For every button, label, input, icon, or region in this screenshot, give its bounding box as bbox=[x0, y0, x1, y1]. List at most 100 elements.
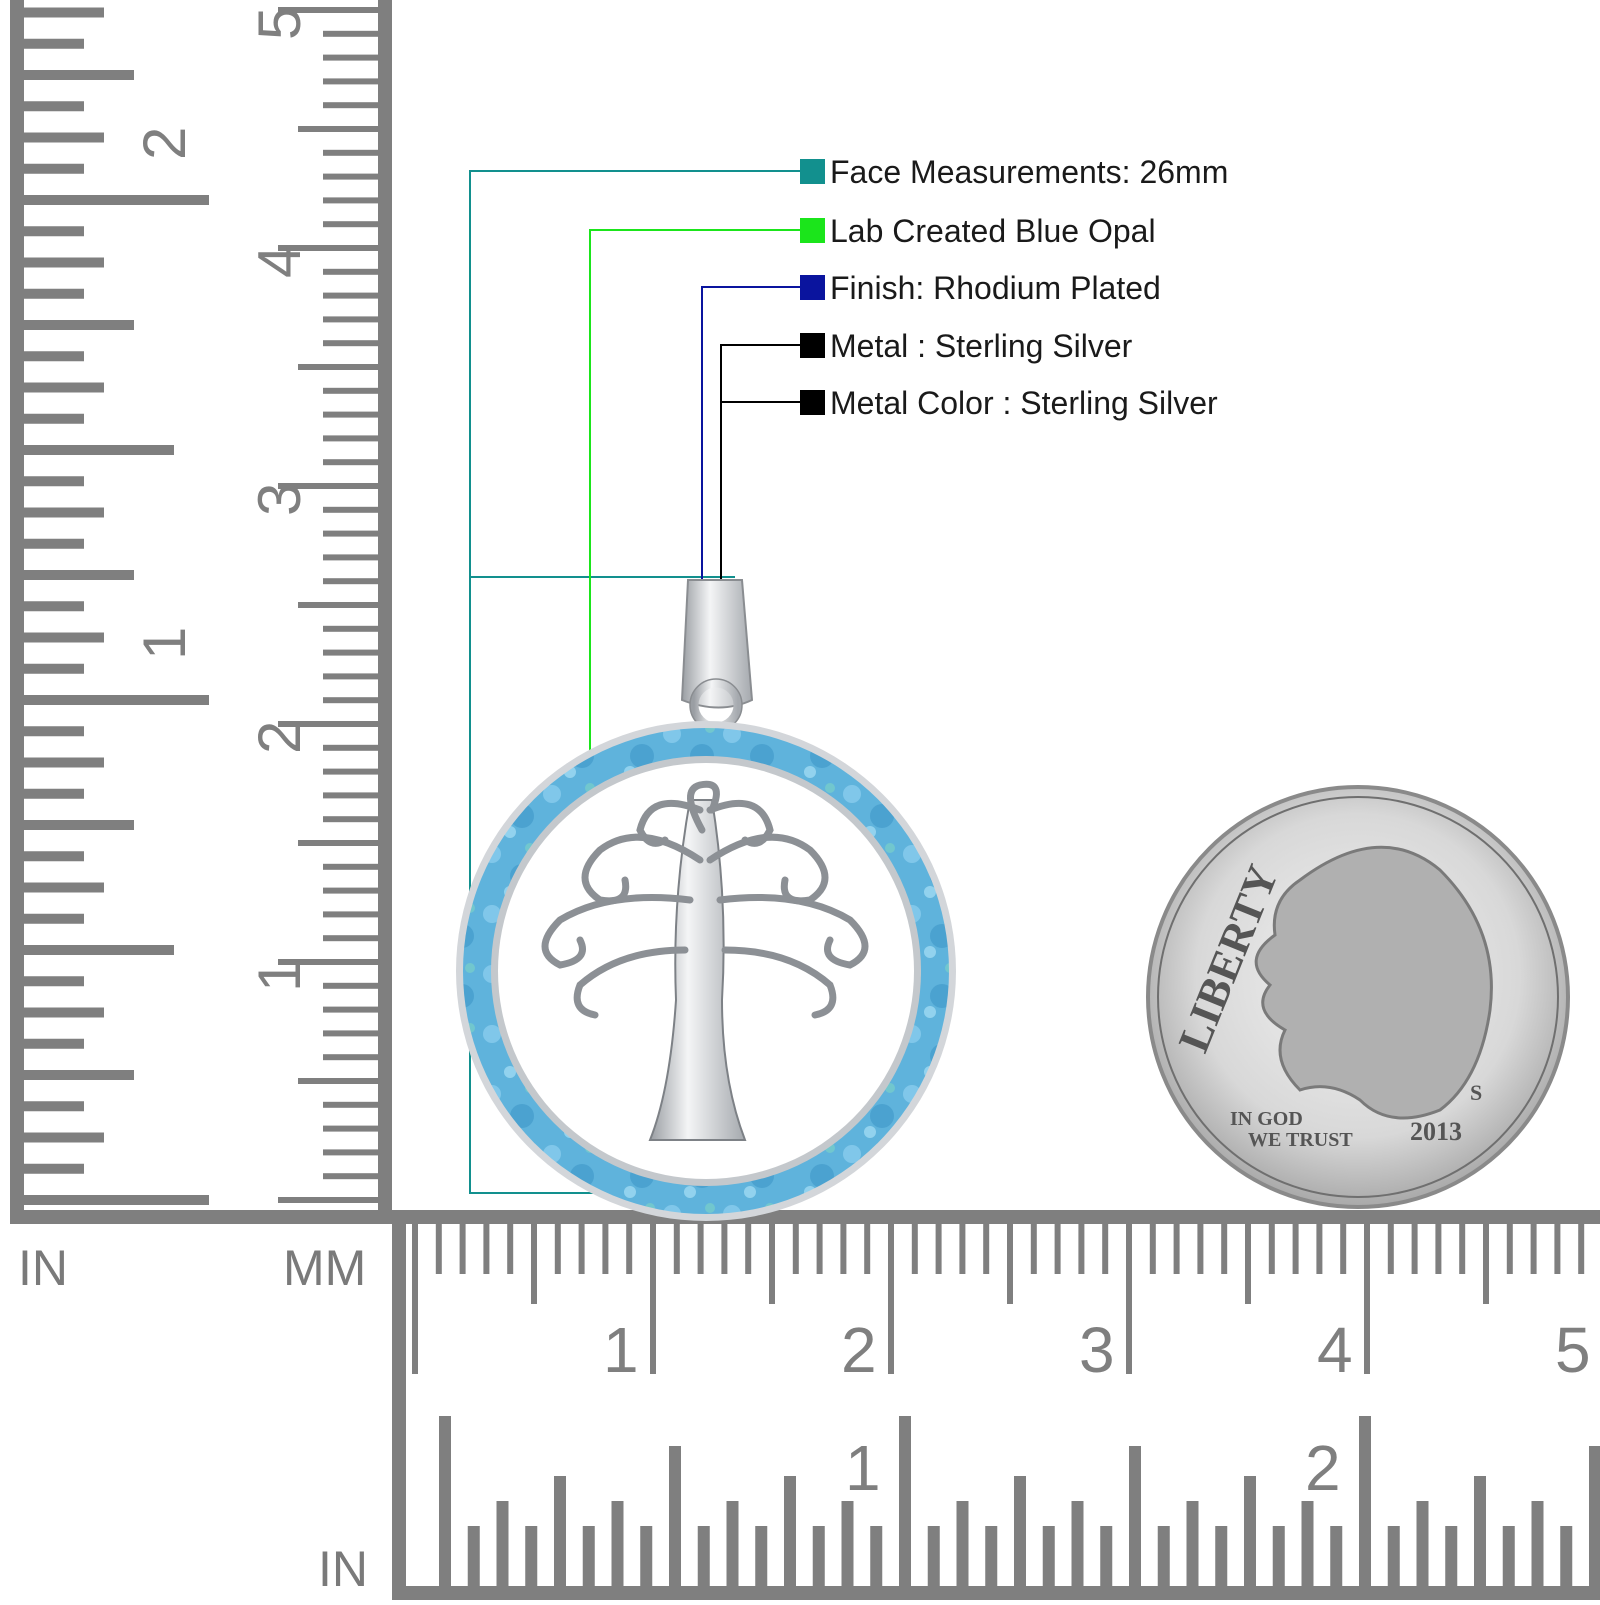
mm-tick bbox=[298, 126, 378, 132]
opal-line bbox=[589, 229, 800, 782]
mm-tick bbox=[721, 1224, 728, 1274]
mm-tick bbox=[840, 1224, 847, 1274]
mm-tick bbox=[323, 744, 378, 751]
mm-number: 5 bbox=[1555, 1314, 1591, 1386]
mm-tick bbox=[323, 411, 378, 418]
inch-tick bbox=[784, 1476, 796, 1586]
bottom-ruler-edge bbox=[392, 1586, 1600, 1600]
mm-tick bbox=[1364, 1224, 1370, 1374]
inch-tick bbox=[24, 663, 84, 674]
inch-tick bbox=[24, 882, 104, 893]
mm-tick bbox=[1078, 1224, 1085, 1274]
mm-tick bbox=[864, 1224, 871, 1274]
bottom-ruler-edge bbox=[392, 1210, 406, 1600]
inch-tick bbox=[1301, 1501, 1314, 1586]
inch-tick bbox=[1186, 1501, 1199, 1586]
mm-tick bbox=[1030, 1224, 1037, 1274]
mm-tick bbox=[1126, 1224, 1132, 1374]
face-measurement-label: Face Measurements: 26mm bbox=[830, 154, 1229, 190]
mm-tick bbox=[323, 530, 378, 537]
mm-tick bbox=[959, 1224, 966, 1274]
inch-number: 2 bbox=[131, 127, 198, 160]
mm-tick bbox=[323, 1149, 378, 1156]
inch-tick bbox=[755, 1526, 768, 1586]
mm-number: 3 bbox=[246, 483, 313, 516]
inch-tick bbox=[24, 1038, 84, 1049]
mm-tick bbox=[1268, 1224, 1275, 1274]
mm-tick bbox=[769, 1224, 775, 1304]
inch-tick bbox=[24, 1101, 84, 1112]
inch-tick bbox=[24, 7, 104, 18]
mm-tick bbox=[323, 578, 378, 585]
inch-tick bbox=[24, 70, 134, 80]
inch-tick bbox=[439, 1416, 451, 1586]
inch-tick bbox=[24, 757, 104, 768]
mm-tick bbox=[697, 1224, 704, 1274]
inch-tick bbox=[24, 132, 104, 143]
coin-motto-line2: WE TRUST bbox=[1248, 1129, 1353, 1151]
mm-tick bbox=[323, 435, 378, 442]
inch-tick bbox=[24, 1007, 104, 1018]
mm-tick bbox=[323, 387, 378, 394]
metal-line bbox=[720, 344, 800, 592]
mm-tick bbox=[323, 102, 378, 109]
inch-tick bbox=[582, 1526, 595, 1586]
mm-tick bbox=[1411, 1224, 1418, 1274]
mm-tick bbox=[816, 1224, 823, 1274]
mm-tick bbox=[323, 625, 378, 632]
inch-tick bbox=[1502, 1526, 1515, 1586]
mm-tick bbox=[507, 1224, 514, 1274]
inch-tick bbox=[24, 976, 84, 987]
tree-of-life-pendant bbox=[456, 579, 956, 1221]
mm-tick bbox=[673, 1224, 680, 1274]
inch-tick bbox=[985, 1526, 998, 1586]
inch-tick bbox=[1474, 1476, 1486, 1586]
inch-tick bbox=[1531, 1501, 1544, 1586]
mm-tick bbox=[435, 1224, 442, 1274]
mm-tick bbox=[298, 1078, 378, 1084]
coin-year: 2013 bbox=[1410, 1117, 1462, 1146]
mm-number: 1 bbox=[246, 959, 313, 992]
inch-number: 1 bbox=[131, 627, 198, 660]
left-ruler-edge bbox=[378, 0, 392, 1220]
mm-tick bbox=[483, 1224, 490, 1274]
mm-tick bbox=[578, 1224, 585, 1274]
mm-tick bbox=[323, 554, 378, 561]
mm-tick bbox=[626, 1224, 633, 1274]
inch-tick bbox=[24, 163, 84, 174]
mm-tick bbox=[278, 7, 378, 13]
mm-tick bbox=[792, 1224, 799, 1274]
mm-tick bbox=[935, 1224, 942, 1274]
inch-tick bbox=[1416, 1501, 1429, 1586]
inch-tick bbox=[927, 1526, 940, 1586]
mm-tick bbox=[1483, 1224, 1489, 1304]
finish-line bbox=[701, 286, 800, 592]
inch-tick bbox=[24, 820, 134, 830]
inch-tick bbox=[24, 195, 209, 205]
mm-tick bbox=[1387, 1224, 1394, 1274]
coin-portrait bbox=[1254, 845, 1493, 1120]
mm-tick bbox=[1554, 1224, 1561, 1274]
finish-swatch bbox=[800, 275, 825, 300]
inch-number: 1 bbox=[845, 1432, 881, 1504]
inch-tick bbox=[24, 851, 84, 862]
inch-tick bbox=[24, 1195, 209, 1205]
mm-tick bbox=[323, 149, 378, 156]
mm-tick bbox=[278, 721, 378, 727]
mm-tick bbox=[1506, 1224, 1513, 1274]
metal-label: Metal : Sterling Silver bbox=[830, 328, 1133, 364]
mm-number: 2 bbox=[841, 1314, 877, 1386]
mm-tick bbox=[323, 792, 378, 799]
mm-tick bbox=[531, 1224, 537, 1304]
mm-tick bbox=[323, 697, 378, 704]
mm-tick bbox=[602, 1224, 609, 1274]
inch-tick bbox=[24, 570, 134, 580]
mm-tick bbox=[323, 268, 378, 275]
inch-tick bbox=[24, 538, 84, 549]
inch-tick bbox=[812, 1526, 825, 1586]
inch-tick bbox=[24, 382, 104, 393]
mm-tick bbox=[1292, 1224, 1299, 1274]
inch-tick bbox=[24, 726, 84, 737]
